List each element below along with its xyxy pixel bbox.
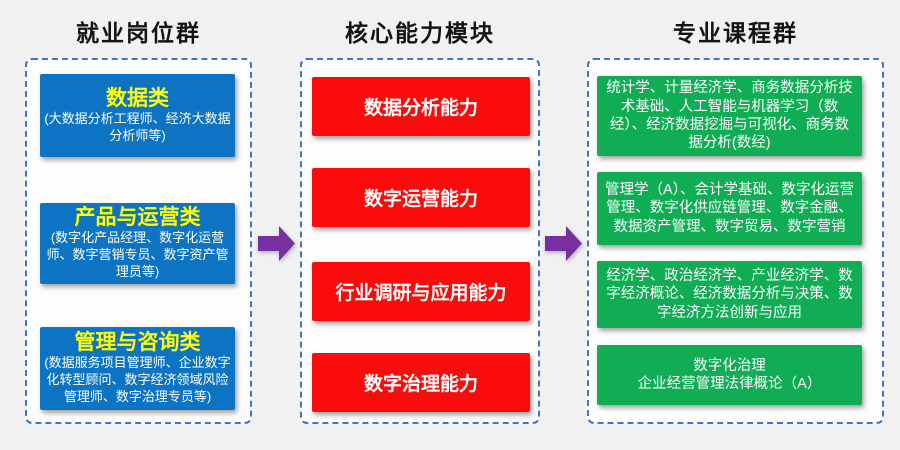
course-box-text: 统计学、计量经济学、商务数据分析技术基础、人工智能与机器学习（数经）、经济数据挖… <box>606 80 853 152</box>
job-box-management-consulting: 管理与咨询类 (数据服务项目管理师、企业数字化转型顾问、数字经济领域风险管理师、… <box>40 327 235 410</box>
right-arrow-icon <box>545 225 583 262</box>
job-box-heading: 管理与咨询类 <box>74 331 201 355</box>
job-box-heading: 数据类 <box>106 86 169 110</box>
course-box-statistics-group: 统计学、计量经济学、商务数据分析技术基础、人工智能与机器学习（数经）、经济数据挖… <box>597 76 862 156</box>
abilities-panel: 数据分析能力 数字运营能力 行业调研与应用能力 数字治理能力 <box>300 58 540 424</box>
job-box-detail: (大数据分析工程师、经济大数据分析师等) <box>44 110 231 143</box>
ability-box-digital-governance: 数字治理能力 <box>312 353 530 412</box>
courses-column-title: 专业课程群 <box>673 20 798 46</box>
course-box-text: 数字化治理 企业经营管理法律概论（A） <box>637 357 822 392</box>
courses-panel: 统计学、计量经济学、商务数据分析技术基础、人工智能与机器学习（数经）、经济数据挖… <box>587 58 884 424</box>
job-box-detail: (数据服务项目管理师、企业数字化转型顾问、数字经济领域风险管理师、数字治理专员等… <box>44 355 231 405</box>
course-box-governance-group: 数字化治理 企业经营管理法律概论（A） <box>597 345 862 405</box>
job-box-product-operations: 产品与运营类 (数字化产品经理、数字化运营师、数字营销专员、数字资产管理员等) <box>40 203 235 284</box>
ability-box-digital-operations: 数字运营能力 <box>312 168 530 227</box>
job-box-heading: 产品与运营类 <box>74 206 201 230</box>
ability-box-data-analysis: 数据分析能力 <box>312 77 530 136</box>
course-box-text: 经济学、政治经济学、产业经济学、数字经济概论、经济数据分析与决策、数字经济方法创… <box>606 268 853 321</box>
job-box-detail: (数字化产品经理、数字化运营师、数字营销专员、数字资产管理员等) <box>46 230 229 280</box>
jobs-panel: 数据类 (大数据分析工程师、经济大数据分析师等) 产品与运营类 (数字化产品经理… <box>25 58 252 424</box>
course-box-text: 管理学（A）、会计学基础、数字化运营管理、数字化供应链管理、数字金融、数据资产管… <box>605 182 854 235</box>
course-box-economics-group: 经济学、政治经济学、产业经济学、数字经济概论、经济数据分析与决策、数字经济方法创… <box>597 261 862 328</box>
job-box-data: 数据类 (大数据分析工程师、经济大数据分析师等) <box>40 74 235 157</box>
abilities-column-title: 核心能力模块 <box>345 20 495 46</box>
jobs-column-title: 就业岗位群 <box>76 20 201 46</box>
ability-box-industry-research: 行业调研与应用能力 <box>312 262 530 321</box>
course-box-management-group: 管理学（A）、会计学基础、数字化运营管理、数字化供应链管理、数字金融、数据资产管… <box>597 172 862 245</box>
right-arrow-icon <box>258 225 296 262</box>
